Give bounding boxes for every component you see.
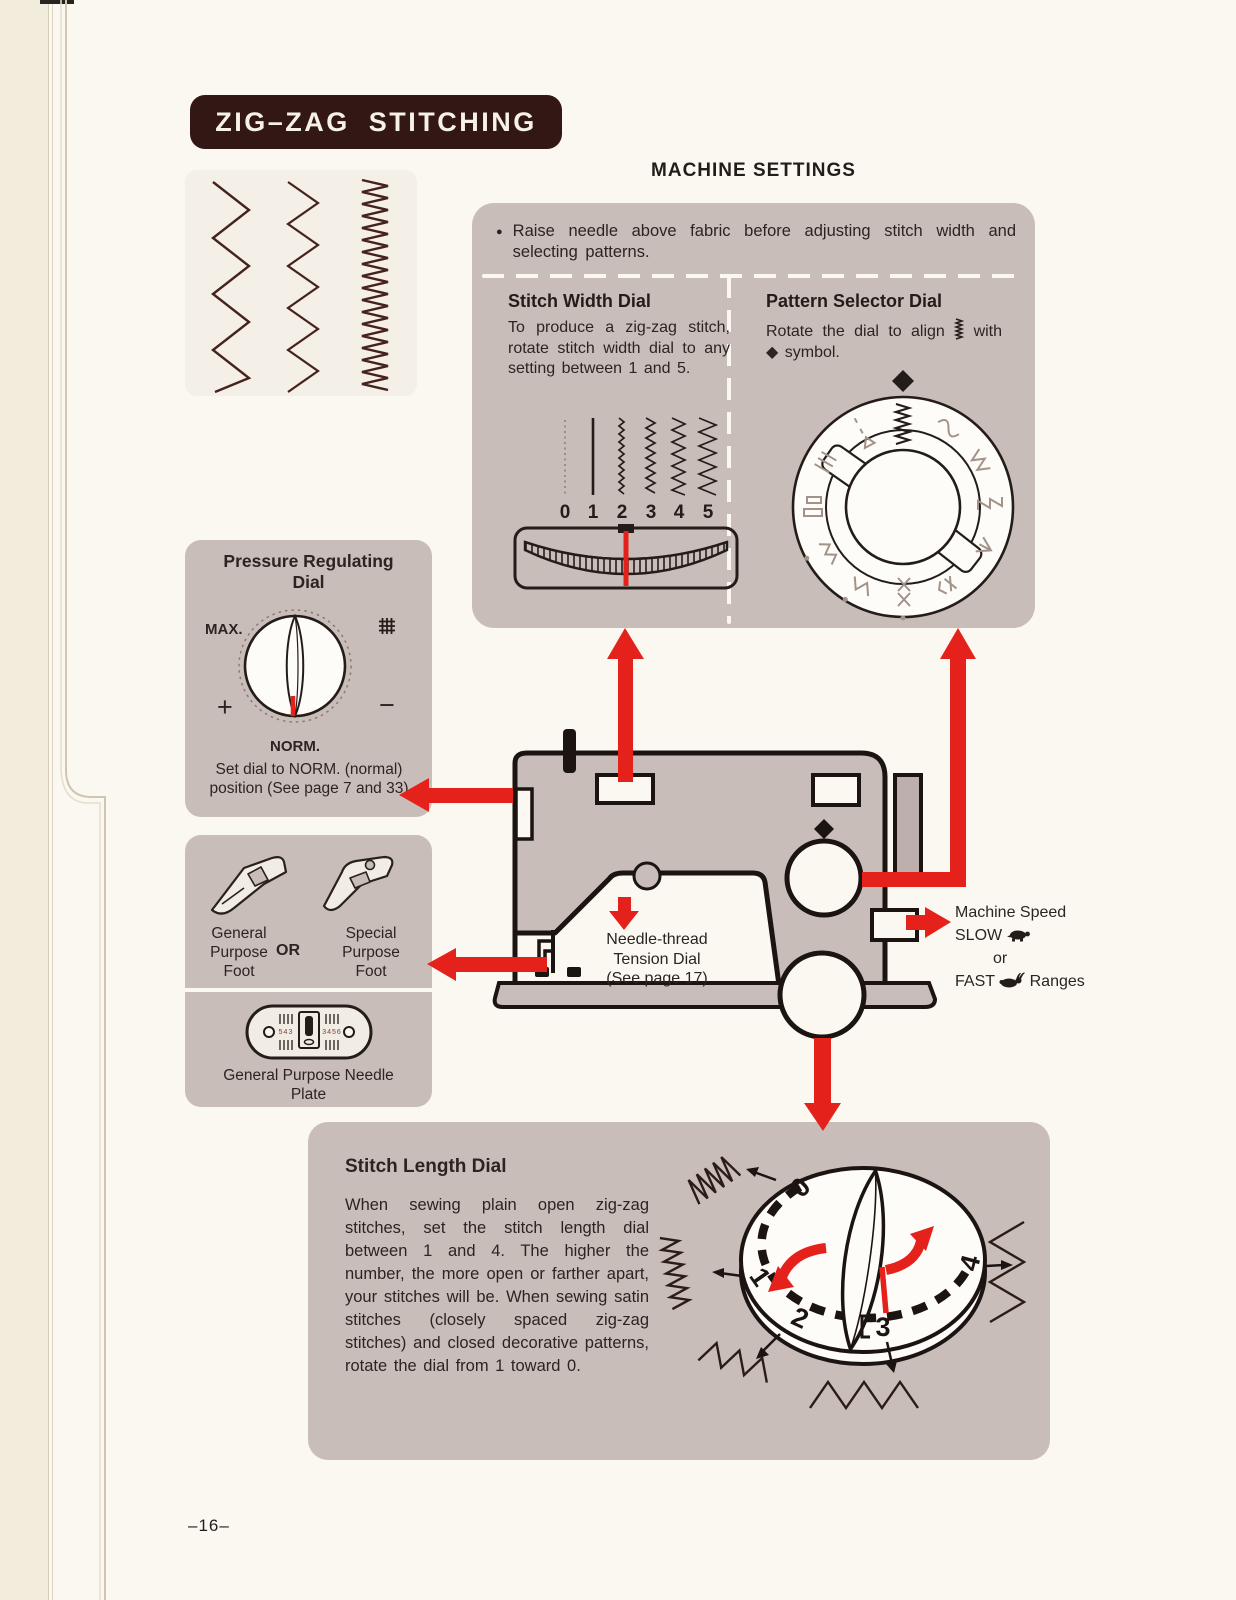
pressure-norm-label: NORM. xyxy=(270,738,320,755)
speed-slow: SLOW xyxy=(955,927,1003,944)
speed-title: Machine Speed xyxy=(955,904,1067,921)
settings-note-text: Raise needle above fabric before adjusti… xyxy=(512,222,1016,261)
stitch-width-heading: Stitch Width Dial xyxy=(508,291,651,311)
book-edge-line xyxy=(52,0,53,1600)
dashed-divider-horizontal xyxy=(482,274,1025,278)
machine-settings-heading: MACHINE SETTINGS xyxy=(651,160,856,181)
pressure-plus-label: + xyxy=(217,692,233,722)
scale-3: 3 xyxy=(646,502,657,523)
page-number: –16– xyxy=(188,1516,230,1535)
pattern-selector-body-suffix: with ◆ symbol. xyxy=(766,323,1003,361)
bullet-icon: ● xyxy=(496,226,503,238)
general-foot-label: General Purpose Foot xyxy=(210,925,268,980)
panel-divider xyxy=(185,988,432,992)
settings-note: ● Raise needle above fabric before adjus… xyxy=(496,221,1016,263)
book-edge-strip xyxy=(0,0,49,1600)
pressure-dial-title: Pressure Regulating Dial xyxy=(223,551,394,592)
scale-0: 0 xyxy=(560,502,571,523)
scale-5: 5 xyxy=(703,502,714,523)
pressure-body-text: Set dial to NORM. (normal) position (See… xyxy=(209,761,409,797)
pattern-selector-body: Rotate the dial to align with ◆ symbol. xyxy=(766,318,1002,363)
tension-line2: Tension Dial xyxy=(613,950,701,968)
zigzag-sample-panel xyxy=(185,170,417,396)
tension-line1: Needle-thread xyxy=(606,931,708,948)
pressure-minus-label: − xyxy=(379,690,395,720)
speed-ranges: Ranges xyxy=(1029,973,1085,990)
tension-dial-label: Needle-thread Tension Dial (See page 17) xyxy=(577,930,737,989)
under-page-edge xyxy=(60,0,106,1600)
stitch-length-dial-illustration: 0 1 2 3 4 xyxy=(658,1156,1027,1411)
dial-number-3: 3 xyxy=(875,1312,890,1342)
stitch-length-body: When sewing plain open zig-zag stitches,… xyxy=(345,1196,649,1375)
tension-line3: (See page 17) xyxy=(606,970,708,987)
needle-plate-label: General Purpose Needle Plate xyxy=(223,1067,394,1103)
zigzag-samples-illustration xyxy=(211,178,389,394)
special-foot-label: Special Purpose Foot xyxy=(342,925,400,980)
section-title-box: ZIG–ZAG STITCHING xyxy=(190,95,562,149)
stitch-length-heading: Stitch Length Dial xyxy=(345,1156,507,1177)
pressure-max-label: MAX. xyxy=(205,621,243,638)
needle-plate-illustration: 543 3456 xyxy=(245,1004,373,1060)
speed-fast-line: FAST Ranges xyxy=(955,970,1085,993)
grid-icon xyxy=(379,618,395,634)
arrow-to-tension xyxy=(609,897,639,930)
diamond-icon xyxy=(892,370,914,392)
pattern-selector-body-prefix: Rotate the dial to align xyxy=(766,323,945,340)
scan-edge-sliver xyxy=(40,0,74,4)
page-title: ZIG–ZAG STITCHING xyxy=(215,106,537,137)
plate-numbers-left: 543 xyxy=(279,1029,294,1036)
arrow-to-feet xyxy=(427,948,547,981)
scale-4: 4 xyxy=(674,502,685,523)
arrow-to-pressure-dial xyxy=(399,778,513,812)
machine-diamond-mark xyxy=(814,819,834,839)
speed-slow-line: SLOW xyxy=(955,924,1085,947)
sewing-machine-illustration xyxy=(492,729,938,1040)
presser-feet-panel xyxy=(185,835,432,1107)
scale-2: 2 xyxy=(617,502,628,523)
plate-numbers-right: 3456 xyxy=(322,1029,342,1036)
scale-1: 1 xyxy=(588,502,599,523)
arrow-to-pattern-selector xyxy=(862,628,976,887)
pressure-dial-illustration xyxy=(238,609,352,723)
presser-feet-illustration xyxy=(210,855,394,915)
or-label: OR xyxy=(276,942,300,959)
dial-number-4: 4 xyxy=(954,1252,987,1274)
pattern-selector-dial-illustration xyxy=(791,370,1015,621)
machine-speed-label: Machine Speed SLOW or FAST xyxy=(955,901,1085,993)
turtle-icon xyxy=(1006,930,1030,942)
stitch-width-body: To produce a zig-zag stitch, rotate stit… xyxy=(508,319,730,377)
speed-fast: FAST xyxy=(955,973,995,990)
pattern-selector-heading: Pattern Selector Dial xyxy=(766,291,943,311)
satin-stitch-icon xyxy=(953,318,965,340)
machine-stitch-length-dial xyxy=(777,950,867,1040)
arrow-to-speed xyxy=(906,907,951,938)
arrow-to-stitch-length xyxy=(804,1038,841,1131)
rabbit-icon xyxy=(999,972,1026,988)
dashed-divider-vertical xyxy=(727,276,731,624)
speed-or: or xyxy=(993,950,1008,967)
arrow-to-stitch-width xyxy=(607,628,644,782)
stitch-width-dial-illustration: 0 1 2 3 4 5 xyxy=(513,417,739,590)
machine-pattern-dial xyxy=(784,838,864,918)
